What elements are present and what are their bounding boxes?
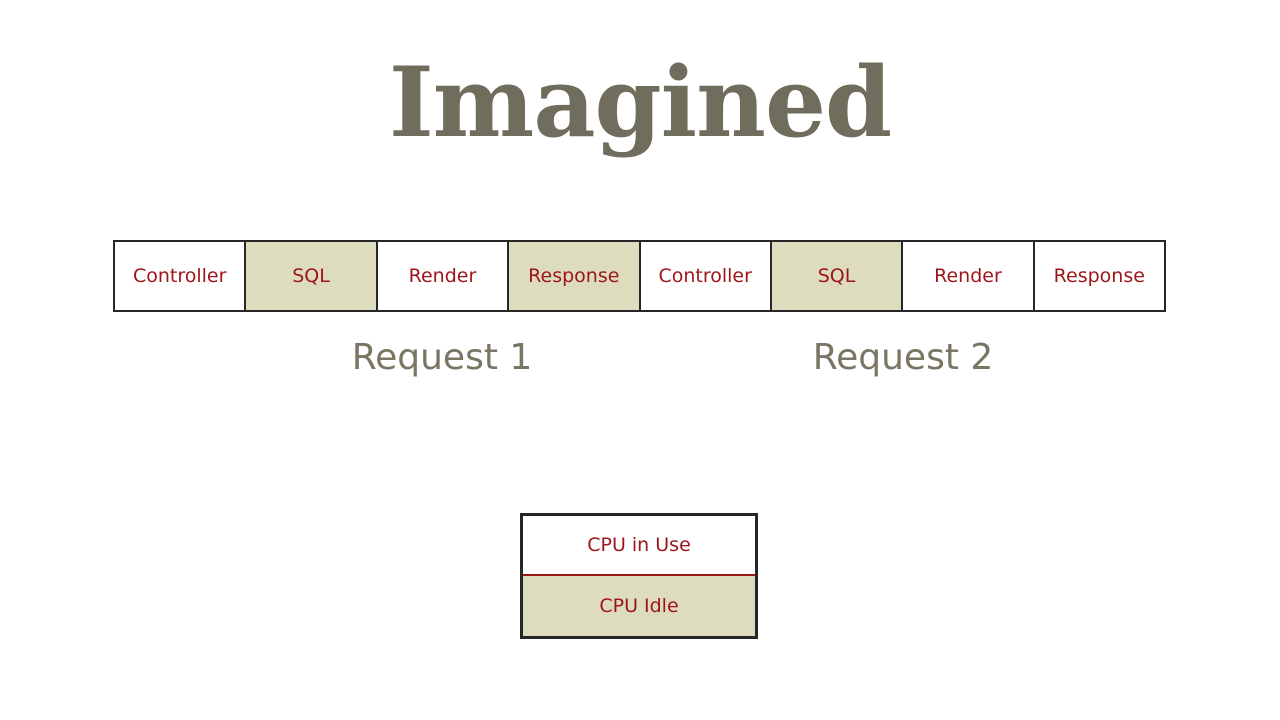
request-2-caption: Request 2 bbox=[812, 337, 994, 378]
phase-label: SQL bbox=[817, 265, 856, 287]
legend-label: CPU Idle bbox=[599, 595, 679, 617]
phase-label: Response bbox=[528, 265, 620, 287]
request-1-caption: Request 1 bbox=[351, 337, 533, 378]
timeline-phase-controller-2: Controller bbox=[640, 242, 772, 310]
legend-item-cpu-in-use: CPU in Use bbox=[523, 516, 755, 576]
timeline-phase-render-1: Render bbox=[377, 242, 510, 310]
legend-label: CPU in Use bbox=[587, 534, 691, 556]
timeline-phase-sql-1: SQL bbox=[246, 242, 378, 310]
phase-label: Render bbox=[934, 265, 1002, 287]
legend-item-cpu-idle: CPU Idle bbox=[523, 576, 755, 636]
phase-label: Controller bbox=[658, 265, 752, 287]
request-timeline: Controller SQL Render Response Controlle… bbox=[113, 240, 1166, 312]
phase-label: Controller bbox=[132, 265, 227, 287]
phase-label: Response bbox=[1053, 265, 1145, 287]
phase-label: Render bbox=[408, 265, 477, 287]
timeline-phase-render-2: Render bbox=[903, 242, 1035, 310]
legend: CPU in Use CPU Idle bbox=[520, 513, 758, 639]
timeline-phase-response-2: Response bbox=[1034, 242, 1164, 310]
timeline-phase-response-1: Response bbox=[509, 242, 641, 310]
phase-label: SQL bbox=[292, 265, 330, 287]
timeline-phase-controller-1: Controller bbox=[115, 242, 247, 310]
page-title: Imagined bbox=[388, 46, 892, 159]
timeline-phase-sql-2: SQL bbox=[771, 242, 904, 310]
